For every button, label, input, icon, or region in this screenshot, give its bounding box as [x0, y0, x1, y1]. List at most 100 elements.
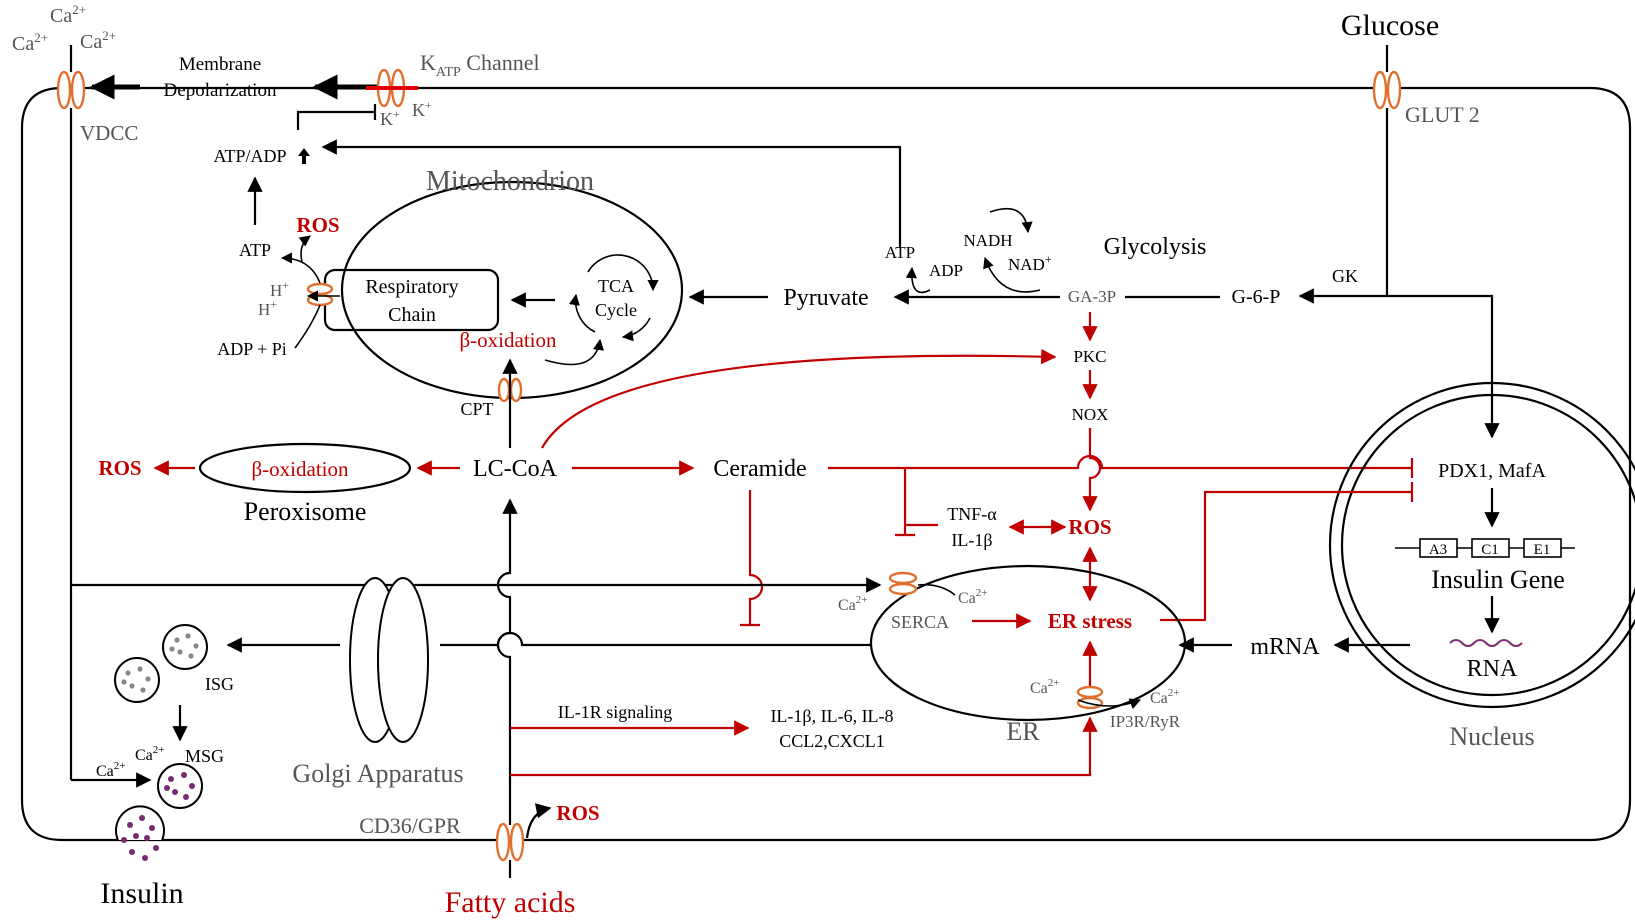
ceramide-inhibit-line	[750, 490, 762, 625]
pyruvate-label: Pyruvate	[783, 285, 868, 311]
mitochondrion-label: Mitochondrion	[426, 166, 594, 197]
glycolysis-atp-to-ratio-arrow	[323, 147, 900, 248]
mrna-label: mRNA	[1250, 634, 1320, 660]
glut2-label: GLUT 2	[1405, 102, 1480, 127]
gk-label: GK	[1332, 266, 1358, 286]
lc-coa-to-pkc-arrow	[542, 356, 1055, 448]
cd36-to-ros-arrow	[527, 808, 550, 838]
ca-ion-label: Ca2+	[50, 2, 86, 27]
il1r-label: IL-1R signaling	[558, 702, 673, 722]
k-ion-label: K+	[412, 98, 432, 120]
nad-label: NAD+	[1008, 252, 1052, 274]
il1b-label: IL-1β	[951, 530, 992, 550]
adp-to-atp-arrow	[912, 268, 930, 292]
er-stress-inhibits-pdx1	[1160, 492, 1412, 620]
tca-label: TCA	[598, 276, 634, 296]
gene-exon-c1: C1	[1481, 542, 1499, 558]
glycolysis-atp-label: ATP	[885, 243, 915, 262]
gene-exon-a3: A3	[1429, 542, 1447, 558]
ca-ion-label: Ca2+	[80, 28, 116, 53]
vdcc-label: VDCC	[80, 121, 138, 145]
g6p-label: G-6-P	[1232, 286, 1281, 308]
perox-beta-oxidation-label: β-oxidation	[251, 457, 349, 481]
golgi-apparatus	[350, 578, 428, 742]
glycolysis-adp-label: ADP	[929, 261, 963, 280]
cpt-label: CPT	[460, 399, 493, 419]
nucleus-label: Nucleus	[1449, 722, 1534, 751]
cd36-gpr-channel	[497, 824, 523, 860]
golgi-label: Golgi Apparatus	[292, 759, 463, 788]
cd36-label: CD36/GPR	[359, 813, 461, 838]
msg-label: MSG	[185, 746, 224, 766]
adp-into-synthase	[295, 305, 320, 348]
respiratory-chain-label: Respiratory	[365, 276, 458, 298]
respiratory-chain-label: Chain	[388, 304, 436, 326]
er-stress-label: ER stress	[1048, 609, 1132, 633]
ip3r-label: IP3R/RyR	[1110, 712, 1181, 731]
tnf-label: TNF-α	[947, 504, 997, 524]
peroxisome-label: Peroxisome	[244, 497, 367, 526]
gene-exon-e1: E1	[1534, 542, 1551, 558]
glucose-label: Glucose	[1341, 9, 1439, 42]
msg-ca-label: Ca2+	[96, 760, 126, 780]
er-label: ER	[1006, 717, 1040, 746]
ip3r-ca-label: Ca2+	[1150, 687, 1180, 707]
mito-beta-oxidation-label: β-oxidation	[459, 328, 557, 352]
atp-synthase-channel	[308, 284, 332, 305]
k-ion-label: K+	[380, 107, 400, 129]
nox-to-ros-arrow	[1090, 428, 1100, 510]
glut2-channel	[1374, 72, 1400, 108]
pdx1-mafa-label: PDX1, MafA	[1438, 460, 1546, 482]
perox-ros-label: ROS	[98, 456, 141, 480]
serca-label: SERCA	[891, 612, 949, 632]
fatty-acids-label: Fatty acids	[445, 886, 576, 919]
membrane-depolarization-label: Depolarization	[164, 80, 277, 101]
cytokines-label: IL-1β, IL-6, IL-8	[770, 706, 893, 726]
up-arrow-icon	[298, 148, 310, 164]
chain-to-ros-arrow	[301, 236, 310, 262]
atp-adp-ratio-label: ATP/ADP	[213, 146, 286, 166]
cytokines-label: CCL2,CXCL1	[779, 731, 885, 751]
ga3p-label: GA-3P	[1068, 287, 1116, 306]
isg-label: ISG	[205, 674, 234, 694]
nadh-label: NADH	[963, 231, 1012, 250]
proton-label: H+	[258, 297, 277, 319]
bottom-ros-label: ROS	[556, 801, 599, 825]
isg-granule	[163, 625, 207, 669]
serca-ca-label: Ca2+	[958, 587, 988, 607]
glycolysis-label: Glycolysis	[1104, 234, 1207, 260]
ip3r-ca-label: Ca2+	[1030, 677, 1060, 697]
nadh-cycle-arrow	[990, 209, 1028, 232]
mito-atp-label: ATP	[239, 240, 271, 260]
adp-pi-label: ADP + Pi	[217, 339, 287, 359]
isg-granule	[115, 658, 159, 702]
nox-label: NOX	[1072, 405, 1109, 424]
ca-ion-label: Ca2+	[12, 30, 48, 55]
msg-granule	[158, 764, 202, 808]
fatty-acid-to-lc-coa-arrow	[498, 500, 510, 825]
atp-inhibits-katp	[298, 112, 375, 130]
serca-pump	[890, 573, 916, 594]
tca-cycle	[576, 255, 653, 337]
msg-ca-label: Ca2+	[135, 744, 165, 764]
serca-ca-label: Ca2+	[838, 594, 868, 614]
insulin-gene-label: Insulin Gene	[1431, 565, 1565, 594]
rna-strand-icon	[1450, 640, 1522, 646]
katp-channel	[366, 70, 418, 106]
mito-ros-label: ROS	[296, 213, 339, 237]
insulin-label: Insulin	[100, 877, 183, 910]
katp-channel-label: KATP Channel	[420, 50, 540, 80]
rna-label: RNA	[1467, 656, 1518, 682]
insulin-exocytosis	[116, 806, 164, 861]
ceramide-label: Ceramide	[713, 456, 806, 482]
membrane-depolarization-label: Membrane	[179, 54, 261, 75]
endoplasmic-reticulum	[871, 566, 1185, 720]
pkc-label: PKC	[1073, 347, 1106, 366]
vdcc-channel	[58, 72, 84, 108]
center-ros-label: ROS	[1068, 515, 1111, 539]
lc-coa-label: LC-CoA	[473, 456, 558, 482]
glucose-to-pdx1-arrow	[1387, 296, 1492, 437]
tca-label: Cycle	[595, 300, 637, 320]
ceramide-inhibits-pdx1	[828, 456, 1412, 468]
